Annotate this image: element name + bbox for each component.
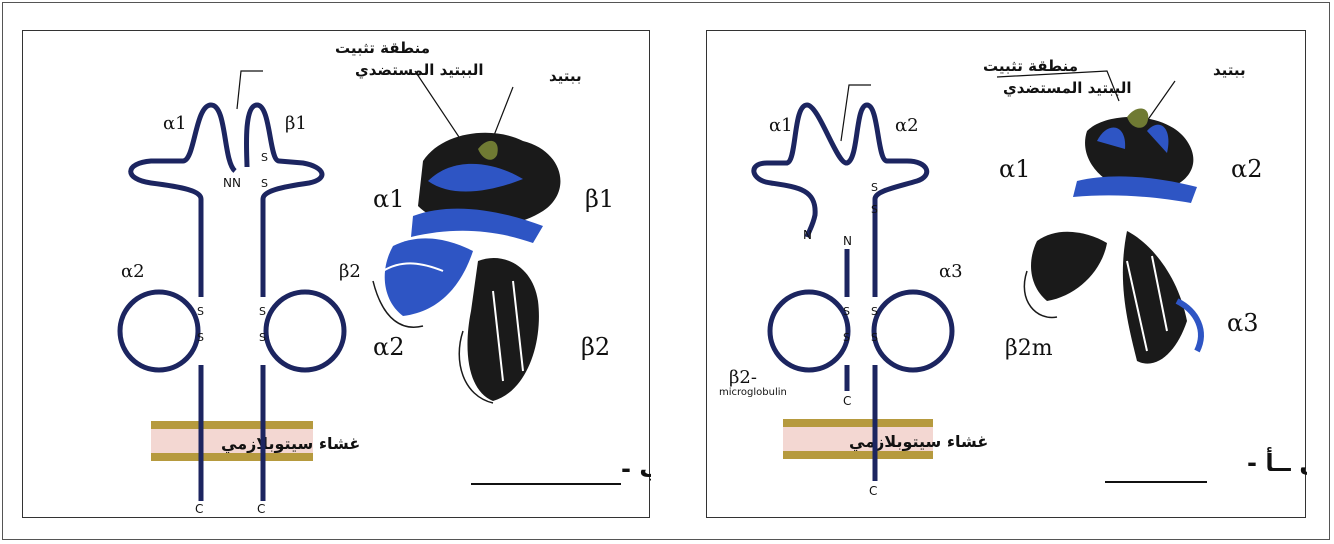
svg-text:S: S xyxy=(261,151,268,164)
membrane-label: غشاء سيتوبلازمي xyxy=(221,434,360,454)
schematic-c-left-label: C xyxy=(195,502,203,516)
svg-text:S: S xyxy=(843,305,850,318)
schematic-c2-label: C xyxy=(869,484,877,498)
svg-text:S: S xyxy=(261,177,268,190)
binding-region-pointer-ribbon xyxy=(415,71,463,143)
ribbon-alpha2-label: α2 xyxy=(373,333,404,361)
svg-text:S: S xyxy=(197,305,204,318)
figure-panel-a: غشاء سيتوبلازمي α1 α2 α3 N N C C β2- mic… xyxy=(706,30,1306,518)
alpha2-domain-loop xyxy=(120,292,198,370)
ribbon-alpha2-label: α2 xyxy=(1231,155,1262,183)
schematic-beta2-label: β2 xyxy=(339,261,361,282)
svg-text:S: S xyxy=(259,305,266,318)
svg-text:S: S xyxy=(871,305,878,318)
schematic-c1-label: C xyxy=(843,394,851,408)
ribbon-b2m-label: β2m xyxy=(1005,336,1053,361)
figure-caption: الشكل ــب - xyxy=(621,455,651,483)
b2m-domain-loop xyxy=(770,292,848,370)
binding-region-label-line2: الببتيد المستضدي xyxy=(1003,79,1132,98)
schematic-alpha1-label: α1 xyxy=(163,113,187,134)
alpha3-domain-loop xyxy=(874,292,952,370)
ribbon-alpha1-label: α1 xyxy=(373,185,404,213)
schematic-alpha3-label: α3 xyxy=(939,261,963,282)
ribbon-alpha1-label: α1 xyxy=(999,155,1030,183)
schematic-n1-label: N xyxy=(803,228,812,242)
svg-text:S: S xyxy=(871,331,878,344)
ribbon-beta1-label: β1 xyxy=(585,185,614,213)
binding-region-label-line1: منطقة تثبيت xyxy=(983,57,1078,75)
schematic-b2m-sublabel: microglobulin xyxy=(719,387,787,398)
peptide-label: ببتيد xyxy=(1213,61,1246,79)
schematic-beta1-label: β1 xyxy=(285,113,307,134)
binding-region-label-line1: منطقة تثبيت xyxy=(335,39,430,57)
beta2-domain-loop xyxy=(266,292,344,370)
schematic-b2m-label: β2- xyxy=(729,367,757,388)
schematic-alpha2-label: α2 xyxy=(121,261,145,282)
peptide-pointer xyxy=(1147,81,1175,121)
figure-caption: الشكل ــأ - xyxy=(1247,447,1307,477)
schematic-alpha1-label: α1 xyxy=(769,115,793,136)
ribbon-structure xyxy=(373,133,560,403)
schematic-nn-label: NN xyxy=(223,176,241,190)
panel-a-svg: غشاء سيتوبلازمي α1 α2 α3 N N C C β2- mic… xyxy=(707,31,1307,519)
ribbon-structure xyxy=(1024,108,1201,363)
schematic-n2-label: N xyxy=(843,234,852,248)
svg-text:S: S xyxy=(259,331,266,344)
peptide-label: ببتيد xyxy=(549,67,582,85)
panel-b-svg: غشاء سيتوبلازمي α1 β1 α2 β2 NN C C SS SS… xyxy=(23,31,651,519)
schematic-alpha2-label: α2 xyxy=(895,115,919,136)
svg-text:S: S xyxy=(197,331,204,344)
ribbon-beta2-label: β2 xyxy=(581,333,610,361)
schematic-c-right-label: C xyxy=(257,502,265,516)
svg-text:S: S xyxy=(871,181,878,194)
ribbon-alpha3-label: α3 xyxy=(1227,309,1258,337)
membrane-label: غشاء سيتوبلازمي xyxy=(849,432,988,452)
svg-text:S: S xyxy=(843,331,850,344)
svg-text:S: S xyxy=(871,203,878,216)
